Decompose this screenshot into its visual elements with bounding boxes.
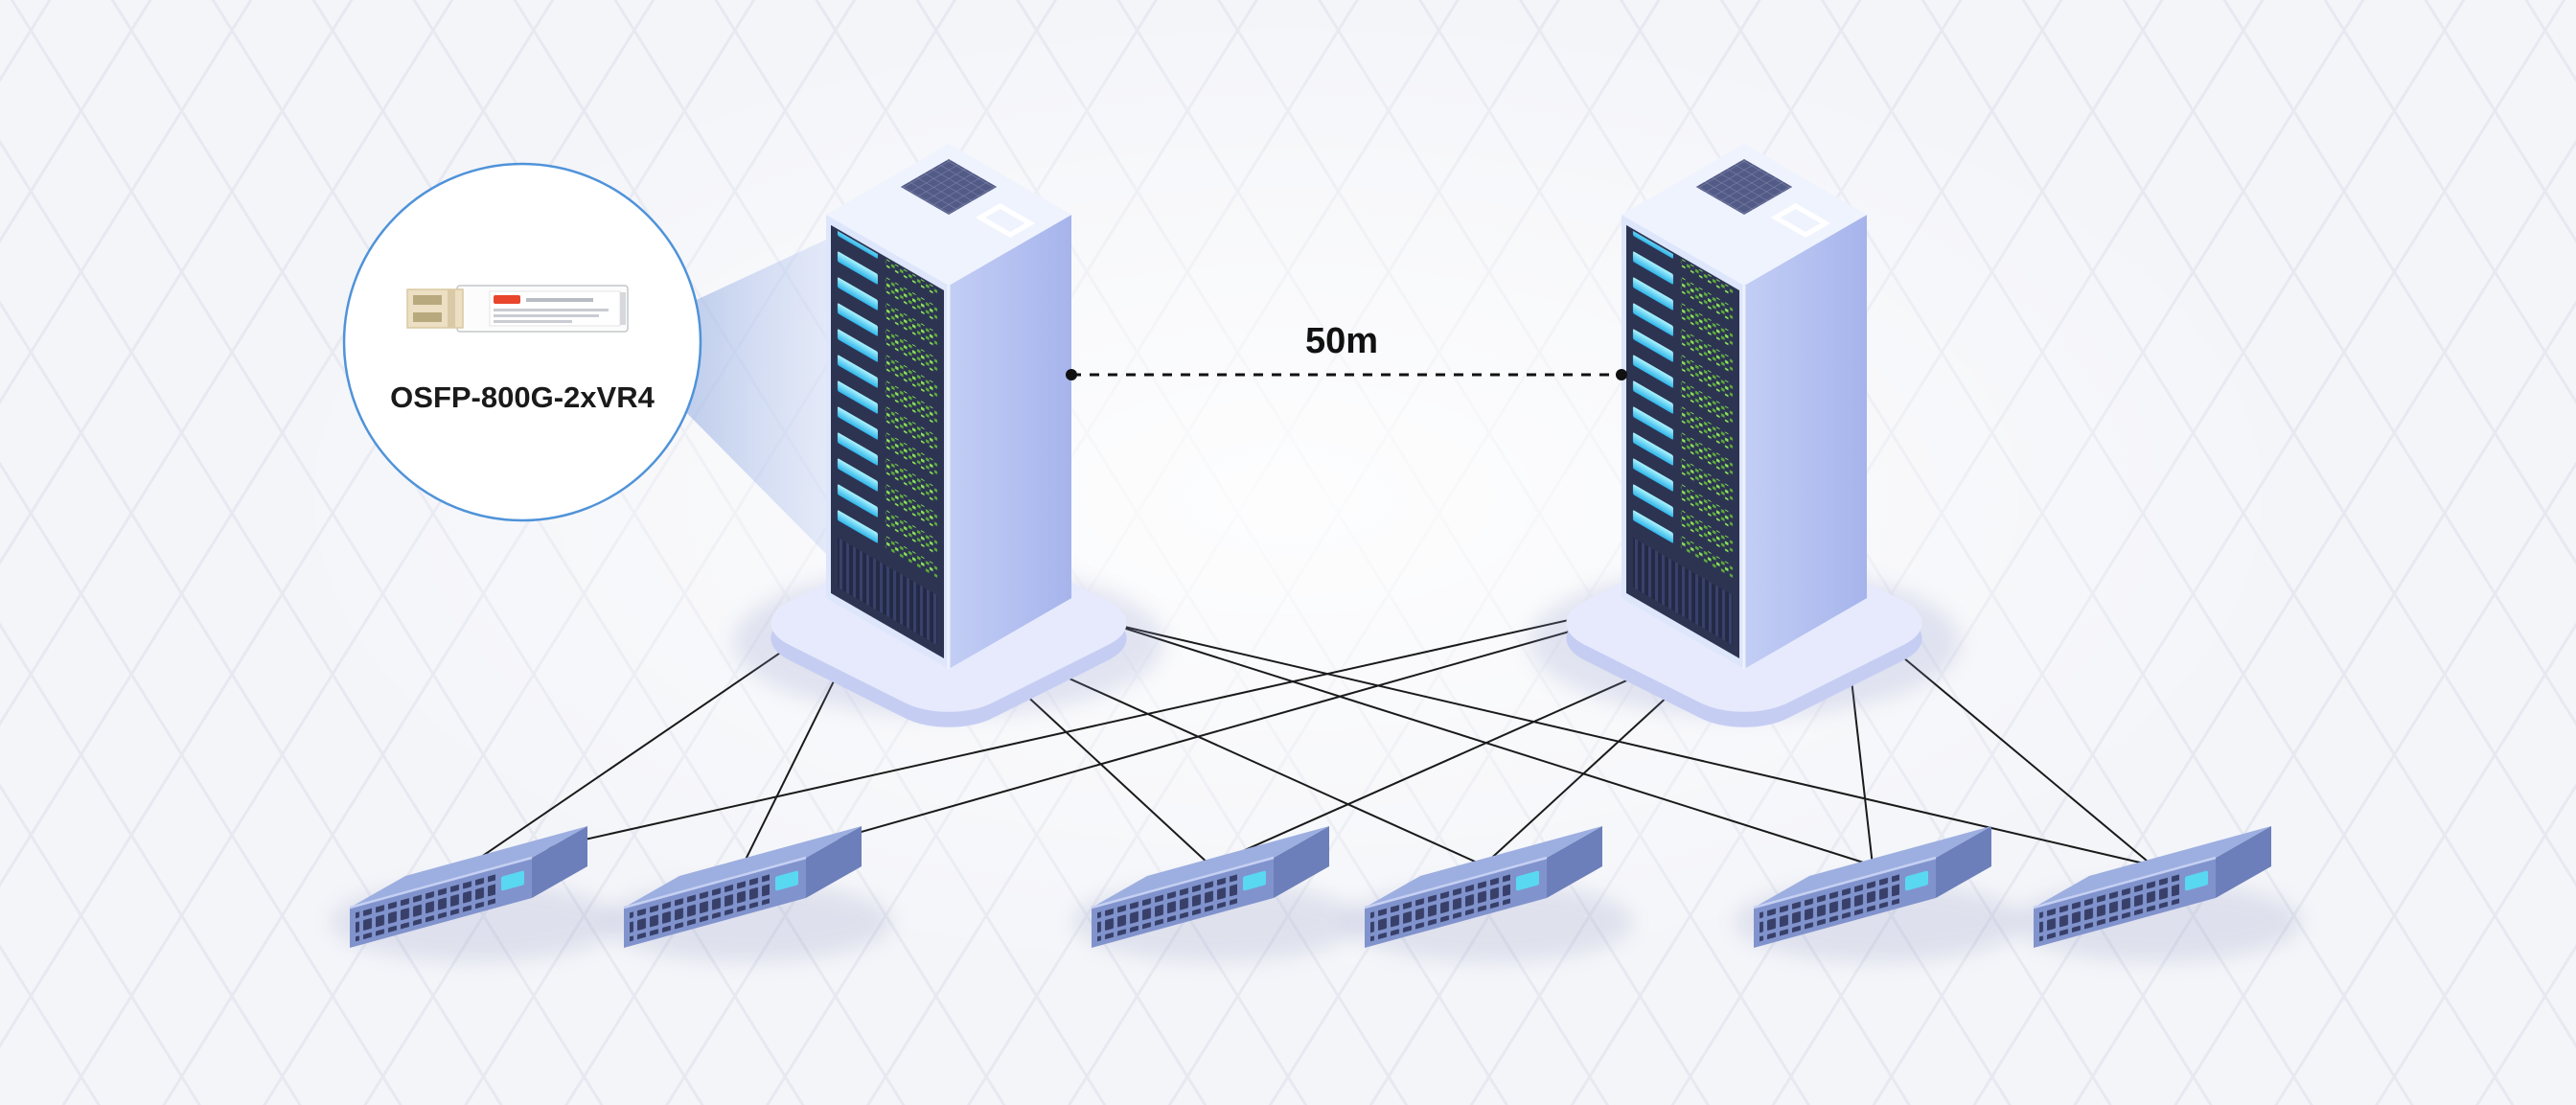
- endpoint-dot-left: [1066, 369, 1077, 380]
- switch-3: [1072, 826, 1360, 962]
- transceiver-callout: OSFP-800G-2xVR4: [342, 162, 702, 522]
- distance-label: 50m: [1305, 321, 1378, 361]
- switch-6: [2014, 826, 2302, 962]
- callout-beam: [659, 240, 826, 554]
- callout-label: OSFP-800G-2xVR4: [390, 380, 655, 414]
- osfp-transceiver-icon: [406, 285, 629, 333]
- switch-2: [605, 826, 892, 962]
- link-line: [742, 607, 1655, 866]
- server-rack-right: [1529, 144, 1960, 740]
- switch-4: [1346, 826, 1633, 962]
- link-line: [468, 601, 1651, 866]
- link-line: [1049, 609, 2153, 866]
- switch-5: [1735, 826, 2022, 962]
- distance-link: 50m: [1066, 321, 1627, 380]
- switch-1: [331, 826, 618, 962]
- link-line: [1046, 603, 1874, 866]
- callout-circle: [342, 162, 702, 522]
- endpoint-dot-right: [1616, 369, 1627, 380]
